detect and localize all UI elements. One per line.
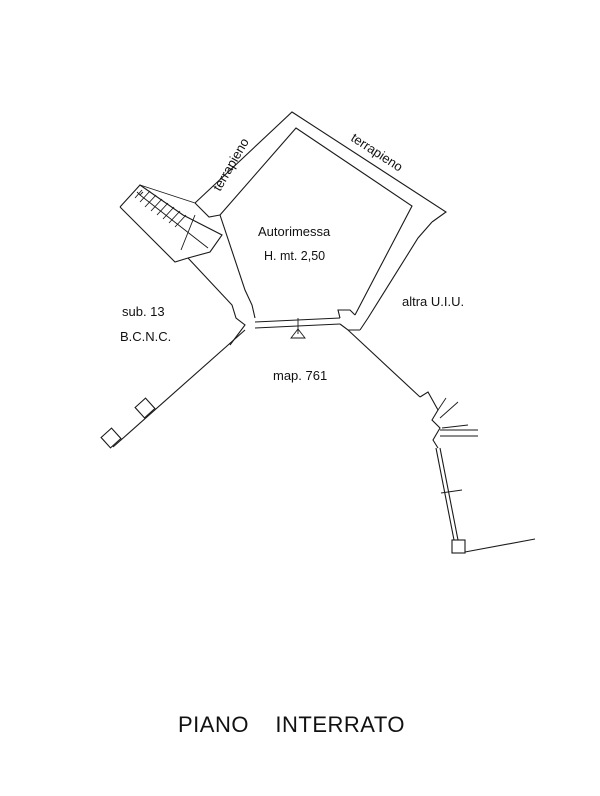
labels: terrapieno terrapieno Autorimessa H. mt.… [120, 130, 464, 737]
floor-title: PIANO INTERRATO [178, 712, 405, 737]
bcnc-label: B.C.N.C. [120, 329, 171, 344]
other-unit-label: altra U.I.U. [402, 294, 464, 309]
embankment-left-label: terrapieno [210, 135, 252, 193]
garage-name: Autorimessa [258, 224, 331, 239]
courtyard [100, 329, 536, 554]
map-label: map. 761 [273, 368, 327, 383]
staircase [119, 184, 246, 346]
garage-walls [194, 111, 447, 339]
garage-height: H. mt. 2,50 [264, 249, 325, 263]
sub-label: sub. 13 [122, 304, 165, 319]
